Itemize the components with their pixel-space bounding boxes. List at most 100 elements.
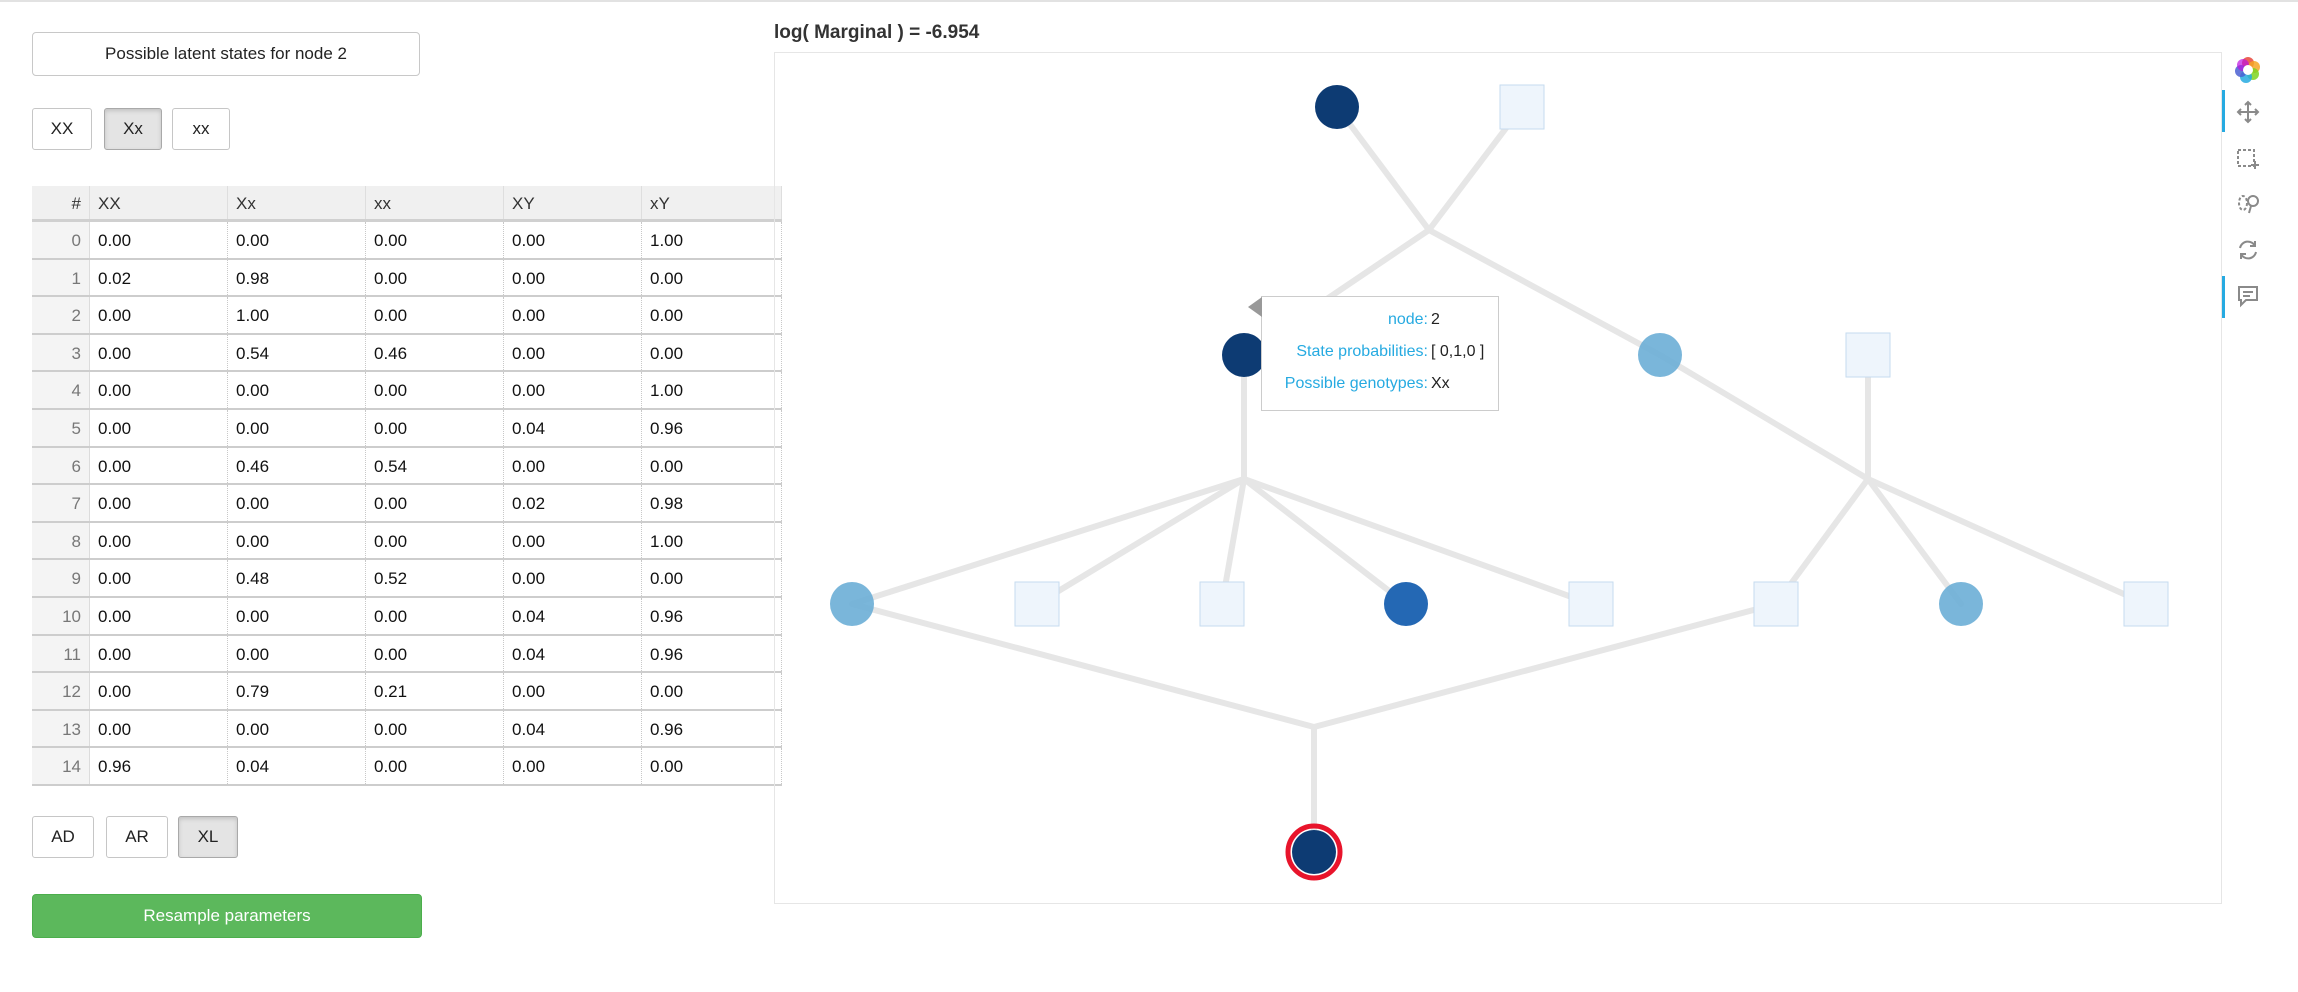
mode-button-XL[interactable]: XL	[178, 816, 238, 858]
lasso-select-icon[interactable]	[2232, 188, 2264, 220]
column-header-index[interactable]: #	[32, 186, 90, 219]
table-cell[interactable]: 0.00	[504, 297, 642, 333]
row-index-cell[interactable]: 4	[32, 372, 90, 408]
table-cell[interactable]: 0.00	[366, 222, 504, 258]
row-index-cell[interactable]: 11	[32, 635, 90, 672]
column-header-Xx[interactable]: Xx	[228, 186, 366, 219]
male-node-square[interactable]	[1199, 581, 1245, 627]
table-cell[interactable]: 0.00	[504, 522, 642, 559]
table-cell[interactable]: 0.54	[228, 334, 366, 371]
column-header-XY[interactable]: XY	[504, 186, 642, 219]
row-index-cell[interactable]: 10	[32, 597, 90, 634]
pedigree-edge[interactable]	[1865, 476, 1964, 607]
table-cell[interactable]: 0.00	[228, 409, 366, 446]
table-cell[interactable]: 0.00	[504, 673, 642, 709]
table-cell[interactable]: 1.00	[228, 297, 366, 333]
hover-icon[interactable]	[2232, 280, 2264, 312]
female-node-circle[interactable]	[1222, 333, 1266, 377]
table-cell[interactable]: 0.96	[642, 635, 782, 672]
pedigree-edge[interactable]	[1865, 476, 2149, 607]
row-index-cell[interactable]: 1	[32, 259, 90, 296]
male-node-square[interactable]	[1568, 581, 1614, 627]
row-index-cell[interactable]: 13	[32, 710, 90, 747]
table-cell[interactable]: 0.02	[90, 259, 228, 296]
table-cell[interactable]: 0.00	[90, 485, 228, 521]
male-node-square[interactable]	[1014, 581, 1060, 627]
table-cell[interactable]: 0.00	[228, 222, 366, 258]
row-index-cell[interactable]: 14	[32, 748, 90, 784]
row-index-cell[interactable]: 9	[32, 560, 90, 596]
table-cell[interactable]: 0.00	[90, 222, 228, 258]
pedigree-edge[interactable]	[1241, 476, 1594, 607]
row-index-cell[interactable]: 5	[32, 409, 90, 446]
pedigree-edge[interactable]	[849, 476, 1247, 607]
table-cell[interactable]: 1.00	[642, 372, 782, 408]
table-cell[interactable]: 0.54	[366, 447, 504, 484]
female-node-circle[interactable]	[1315, 85, 1359, 129]
table-cell[interactable]: 0.00	[366, 522, 504, 559]
table-cell[interactable]: 0.00	[90, 522, 228, 559]
table-cell[interactable]: 0.04	[228, 748, 366, 784]
table-cell[interactable]: 0.00	[504, 560, 642, 596]
column-header-xY[interactable]: xY	[642, 186, 782, 219]
table-cell[interactable]: 0.02	[504, 485, 642, 521]
resample-parameters-button[interactable]: Resample parameters	[32, 894, 422, 938]
table-cell[interactable]: 0.00	[642, 447, 782, 484]
row-index-cell[interactable]: 8	[32, 522, 90, 559]
table-cell[interactable]: 0.00	[90, 597, 228, 634]
table-cell[interactable]: 0.96	[642, 409, 782, 446]
table-cell[interactable]: 0.04	[504, 710, 642, 747]
table-cell[interactable]: 0.00	[366, 635, 504, 672]
table-cell[interactable]: 0.00	[228, 635, 366, 672]
table-cell[interactable]: 0.00	[504, 372, 642, 408]
row-index-cell[interactable]: 3	[32, 334, 90, 371]
mode-button-AR[interactable]: AR	[106, 816, 168, 858]
pedigree-edge[interactable]	[1426, 227, 1663, 358]
genotype-button-XX[interactable]: XX	[32, 108, 92, 150]
table-cell[interactable]: 0.00	[366, 409, 504, 446]
pedigree-plot[interactable]	[774, 52, 2222, 904]
table-cell[interactable]: 0.98	[228, 259, 366, 296]
pan-icon[interactable]	[2232, 96, 2264, 128]
table-cell[interactable]: 0.00	[642, 297, 782, 333]
table-cell[interactable]: 0.96	[90, 748, 228, 784]
selected-node-highlight[interactable]	[1285, 823, 1343, 881]
row-index-cell[interactable]: 0	[32, 222, 90, 258]
table-cell[interactable]: 0.98	[642, 485, 782, 521]
pedigree-edge[interactable]	[1311, 601, 1779, 730]
table-cell[interactable]: 0.00	[90, 710, 228, 747]
table-cell[interactable]: 0.00	[642, 334, 782, 371]
female-node-circle[interactable]	[830, 582, 874, 626]
table-cell[interactable]: 0.00	[504, 259, 642, 296]
table-cell[interactable]: 0.00	[642, 259, 782, 296]
table-cell[interactable]: 0.00	[504, 222, 642, 258]
pedigree-edge[interactable]	[1657, 352, 1871, 482]
table-cell[interactable]: 0.04	[504, 635, 642, 672]
table-cell[interactable]: 0.00	[90, 372, 228, 408]
table-cell[interactable]: 0.00	[504, 447, 642, 484]
table-cell[interactable]: 0.52	[366, 560, 504, 596]
table-cell[interactable]: 0.00	[90, 560, 228, 596]
column-header-xx[interactable]: xx	[366, 186, 504, 219]
row-index-cell[interactable]: 6	[32, 447, 90, 484]
table-cell[interactable]: 0.00	[228, 710, 366, 747]
table-cell[interactable]: 0.46	[228, 447, 366, 484]
table-cell[interactable]: 0.04	[504, 409, 642, 446]
bokeh-logo-icon[interactable]	[2232, 54, 2264, 86]
female-node-circle[interactable]	[1384, 582, 1428, 626]
male-node-square[interactable]	[2123, 581, 2169, 627]
table-cell[interactable]: 0.21	[366, 673, 504, 709]
row-index-cell[interactable]: 2	[32, 297, 90, 333]
